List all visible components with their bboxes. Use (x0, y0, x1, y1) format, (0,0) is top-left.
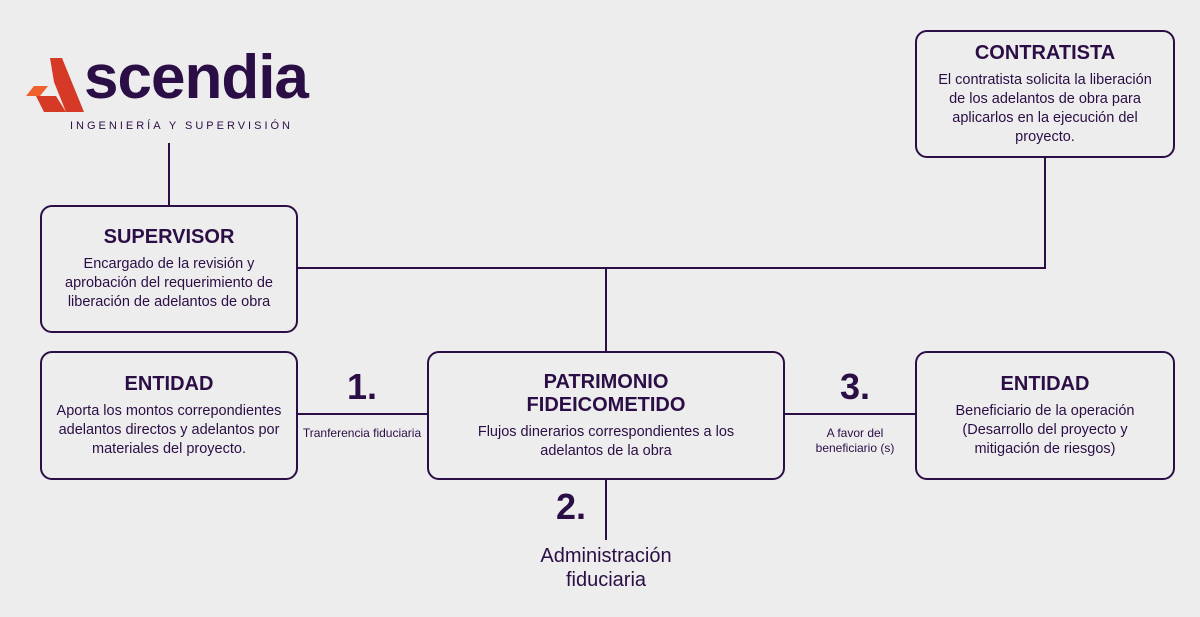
contratista-title: CONTRATISTA (974, 41, 1116, 64)
step-1-label: Tranferencia fiduciaria (302, 426, 422, 440)
connector-horizontal-top (298, 267, 1046, 269)
entidad-left-text: Aporta los montos correpondientes adelan… (56, 402, 282, 457)
ascendia-logo: scendia INGENIERÍA Y SUPERVISIÓN (26, 43, 316, 136)
connector-step3 (785, 413, 915, 415)
entidad-left-box: ENTIDAD Aporta los montos correpondiente… (40, 351, 298, 480)
supervisor-text: Encargado de la revisión y aprobación de… (65, 256, 273, 310)
step-1-number: 1. (346, 366, 378, 407)
entidad-right-title: ENTIDAD (1000, 372, 1090, 395)
supervisor-title: SUPERVISOR (103, 226, 235, 248)
step-3-label: A favor del beneficiario (s) (815, 426, 895, 455)
logo-tagline: INGENIERÍA Y SUPERVISIÓN (70, 120, 293, 132)
connector-logo-supervisor (168, 143, 170, 205)
step-2-label: Administración fiduciaria (540, 545, 672, 591)
entidad-left-title: ENTIDAD (124, 372, 214, 395)
patrimonio-title: PATRIMONIO FIDEICOMETIDO (526, 370, 686, 416)
patrimonio-box: PATRIMONIO FIDEICOMETIDO Flujos dinerari… (427, 351, 785, 480)
contratista-box: CONTRATISTA El contratista solicita la l… (915, 30, 1175, 158)
connector-to-patrimonio (605, 268, 607, 351)
supervisor-box: SUPERVISOR Encargado de la revisión y ap… (40, 205, 298, 333)
logo-a-mark-icon (26, 58, 84, 112)
entidad-right-text: Beneficiario de la operación (Desarrollo… (955, 402, 1135, 457)
step-2-number: 2. (555, 486, 587, 527)
patrimonio-text: Flujos dinerarios correspondientes a los… (477, 423, 735, 459)
connector-step2 (605, 480, 607, 540)
logo-wordmark: scendia (84, 43, 309, 112)
connector-step1 (298, 413, 427, 415)
entidad-right-box: ENTIDAD Beneficiario de la operación (De… (915, 351, 1175, 480)
connector-contratista (1044, 158, 1046, 268)
contratista-text: El contratista solicita la liberación de… (938, 71, 1152, 145)
step-3-number: 3. (839, 366, 871, 407)
